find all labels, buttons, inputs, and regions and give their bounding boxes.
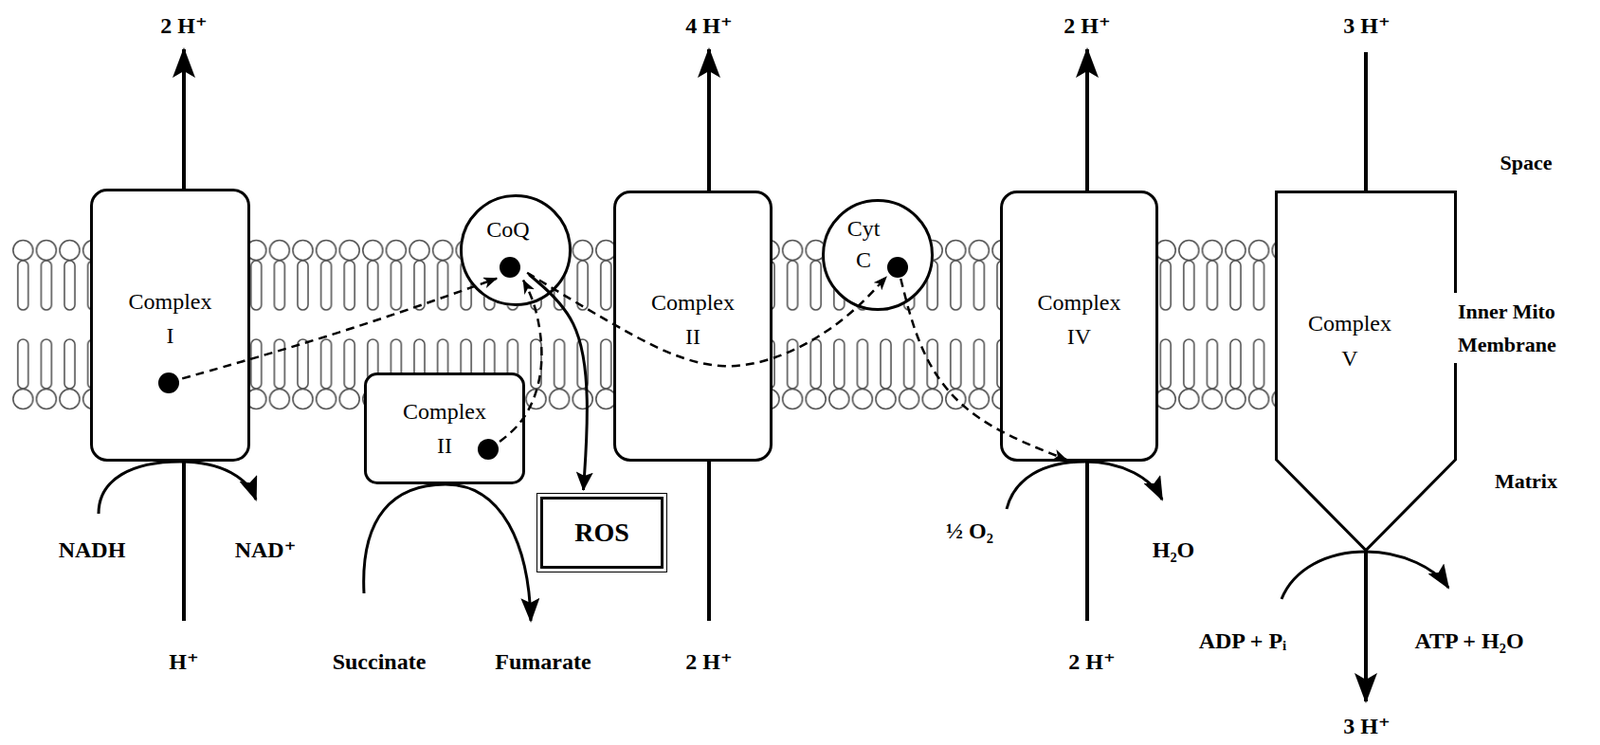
proton-label: 4 H⁺ [685, 14, 732, 37]
region-label: Space [1500, 152, 1553, 174]
reaction-arrow [98, 461, 256, 514]
region-label: Matrix [1494, 471, 1558, 492]
complex-box: Complex II [613, 190, 773, 462]
proton-label: 3 H⁺ [1343, 714, 1390, 738]
product-label: Fumarate [494, 650, 591, 673]
product-label: NAD⁺ [235, 538, 297, 562]
substrate-label: NADH [58, 538, 127, 562]
reaction-arrow [363, 484, 531, 621]
complex-box: Complex II [363, 372, 526, 485]
complex-box: Complex I [90, 188, 251, 462]
region-label: Inner Mito Membrane [1454, 292, 1561, 364]
node-label: Complex V [1308, 306, 1392, 377]
region-label: Space [1500, 152, 1553, 174]
substrate-label: NADH [58, 538, 127, 562]
proton-label: 2 H⁺ [160, 14, 207, 37]
product-label: ATP + H₂O [1414, 629, 1524, 653]
proton-label: 2 H⁺ [685, 650, 732, 673]
ros-leak-arrow [528, 274, 587, 491]
reaction-arrow [1281, 551, 1449, 600]
proton-label: 3 H⁺ [1343, 14, 1390, 37]
proton-label: 4 H⁺ [685, 14, 732, 37]
electron-flow-arrow [168, 278, 497, 383]
region-label: Inner Mito Membrane [1454, 292, 1561, 364]
proton-label: 2 H⁺ [1063, 14, 1110, 37]
proton-label: 2 H⁺ [160, 14, 207, 37]
reaction-arrow [1006, 461, 1163, 510]
substrate-label: ½ O₂ [945, 519, 994, 543]
ros-box: ROS [540, 496, 664, 569]
substrate-label: ADP + Pᵢ [1199, 629, 1288, 653]
proton-label: 3 H⁺ [1343, 714, 1390, 738]
proton-label: 2 H⁺ [1068, 650, 1115, 673]
complex-fill [363, 372, 526, 485]
complex-fill [613, 190, 773, 462]
complex-v-outline [1274, 190, 1457, 552]
region-label: Matrix [1494, 471, 1558, 492]
product-label: H₂O [1152, 538, 1196, 562]
node-label: Complex IV [1037, 285, 1122, 354]
product-label: H₂O [1152, 538, 1196, 562]
electron-dot [499, 256, 521, 278]
proton-label: H⁺ [168, 650, 199, 673]
cytochrome-c-circle: Cyt C [821, 199, 934, 311]
node-label: Cyt C [847, 213, 881, 276]
node-label: CoQ [486, 213, 529, 246]
node-label: ROS [574, 517, 630, 548]
proton-label: 2 H⁺ [1068, 650, 1115, 673]
complex-v-shape: Complex V [1274, 190, 1457, 552]
proton-label: H⁺ [168, 650, 199, 673]
proton-label: 2 H⁺ [1063, 14, 1110, 37]
substrate-label: ½ O₂ [945, 519, 994, 543]
product-label: ATP + H₂O [1414, 629, 1524, 653]
electron-dot [887, 256, 909, 278]
substrate-label: Succinate [332, 650, 427, 673]
product-label: Fumarate [494, 650, 591, 673]
substrate-label: Succinate [332, 650, 427, 673]
proton-label: 2 H⁺ [685, 650, 732, 673]
coenzyme-q-circle: CoQ [459, 194, 572, 307]
complex-v-outline [1276, 192, 1456, 551]
node-label: Complex II [651, 285, 735, 354]
node-label: Complex I [128, 284, 213, 353]
node-label: Complex II [402, 394, 487, 463]
complex-fill [1000, 190, 1159, 462]
complex-fill [821, 199, 934, 311]
complex-box: Complex IV [1000, 190, 1159, 462]
complex-fill [1274, 190, 1457, 552]
product-label: NAD⁺ [235, 538, 297, 562]
complex-fill [90, 188, 251, 462]
substrate-label: ADP + Pᵢ [1199, 629, 1288, 653]
proton-label: 3 H⁺ [1343, 14, 1390, 37]
